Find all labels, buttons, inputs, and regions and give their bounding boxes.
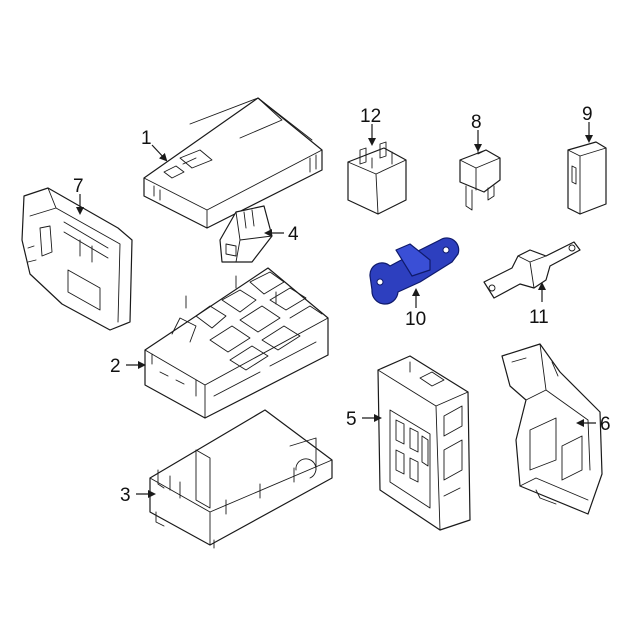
part-6-mounting-bracket[interactable] xyxy=(501,343,603,515)
callout-6: 6 xyxy=(600,414,611,435)
part-2-fuse-box-body[interactable] xyxy=(144,267,329,419)
callout-10: 10 xyxy=(405,309,426,330)
callout-12: 12 xyxy=(360,106,381,127)
part-8-blade-fuse[interactable] xyxy=(459,147,501,211)
part-12-relay[interactable] xyxy=(347,141,407,215)
callout-9: 9 xyxy=(582,104,593,125)
part-9-cartridge-fuse[interactable] xyxy=(567,141,607,215)
part-11-strip-fuse[interactable] xyxy=(483,241,581,299)
part-4-relay-connector[interactable] xyxy=(219,205,273,263)
callout-2: 2 xyxy=(110,356,121,377)
part-10-midi-fuse-highlighted[interactable] xyxy=(369,237,460,305)
callout-8: 8 xyxy=(471,112,482,133)
callout-3: 3 xyxy=(120,485,131,506)
callout-11: 11 xyxy=(529,307,549,328)
callout-5: 5 xyxy=(346,409,357,430)
part-5-control-module[interactable] xyxy=(377,355,471,531)
callout-4: 4 xyxy=(288,224,299,245)
callout-7: 7 xyxy=(73,176,84,197)
part-3-lower-tray[interactable] xyxy=(149,409,333,549)
part-7-side-bracket[interactable] xyxy=(21,187,133,331)
callout-1: 1 xyxy=(141,128,152,149)
part-1-fuse-box-cover[interactable] xyxy=(143,97,323,229)
